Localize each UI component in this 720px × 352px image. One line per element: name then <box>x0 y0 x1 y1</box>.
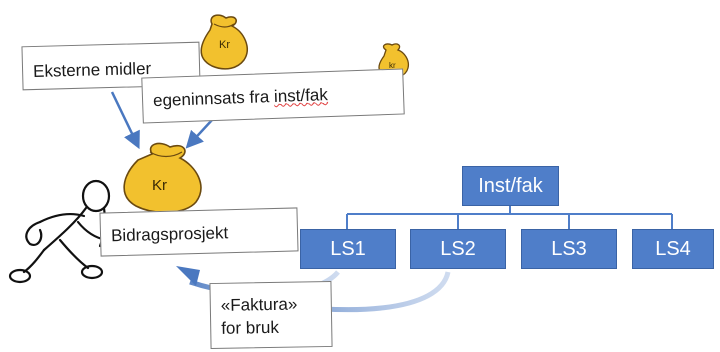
contribution-project-label: Bidragsprosjekt <box>99 207 299 257</box>
own-contribution-unit-text: inst/fak <box>273 85 329 106</box>
money-bag-label: Kr <box>219 39 230 51</box>
org-chart-connectors <box>346 206 673 229</box>
arrow-egeninnsats-to-project <box>185 119 213 149</box>
org-unit-ls2: LS2 <box>410 229 506 269</box>
org-unit-ls4: LS4 <box>632 229 714 269</box>
org-unit-ls1: LS1 <box>300 229 396 269</box>
org-unit-ls3: LS3 <box>521 229 617 269</box>
external-funds-text: Eksterne midler <box>32 58 152 82</box>
arrow-eksterne-to-project <box>110 91 140 150</box>
own-contribution-label: egeninnsats fra inst/fak <box>141 68 405 124</box>
funding-arrows <box>110 91 213 150</box>
invoice-line-1: «Faktura» <box>220 294 298 315</box>
own-contribution-text: egeninnsats fra <box>152 86 275 111</box>
contribution-project-text: Bidragsprosjekt <box>110 223 229 246</box>
invoice-line-2: for bruk <box>221 317 280 338</box>
money-bag-project: Kr <box>123 142 202 214</box>
running-person-icon <box>8 179 111 284</box>
invoice-for-use-label: «Faktura» for bruk <box>209 280 333 350</box>
money-bag-large-top: Kr <box>200 14 248 70</box>
org-top-inst-fak: Inst/fak <box>462 166 559 206</box>
money-bag-label: Kr <box>152 177 167 194</box>
money-bag-label: kr <box>389 61 396 70</box>
sweep-arrowhead <box>176 266 200 286</box>
